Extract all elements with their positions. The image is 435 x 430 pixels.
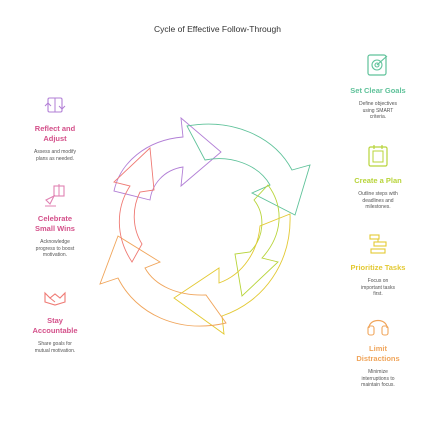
step-stay-accountable: Stay Accountable Share goals for mutual … (16, 286, 94, 354)
step-label: Stay Accountable (32, 316, 78, 336)
cycle-arrow-yellow (234, 184, 280, 297)
step-description: Outline steps with deadlines and milesto… (358, 191, 398, 211)
cycle-arrow-red (99, 235, 227, 327)
step-description: Assess and modify plans as needed. (34, 149, 76, 162)
cycle-arrow-purple (113, 116, 222, 201)
cycle-arrow-orange (173, 213, 291, 335)
step-create-a-plan: Create a Plan Outline steps with deadlin… (335, 142, 421, 211)
cycle-arrow-green (186, 123, 311, 216)
prioritize-icon (369, 234, 387, 254)
plan-icon (368, 145, 388, 167)
step-label: Set Clear Goals (350, 86, 406, 95)
step-description: Focus on important tasks first. (361, 278, 395, 298)
step-limit-distractions: Limit Distractions Minimize interruption… (335, 310, 421, 389)
step-label: Create a Plan (354, 176, 402, 185)
step-description: Minimize interruptions to maintain focus… (361, 369, 395, 389)
step-description: Share goals for mutual motivation. (34, 341, 76, 354)
headphones-icon (367, 319, 389, 336)
step-set-clear-goals: Set Clear Goals Define objectives using … (335, 52, 421, 121)
step-label: Reflect and Adjust (34, 124, 76, 144)
step-celebrate-small-wins: Celebrate Small Wins Acknowledge progres… (16, 182, 94, 259)
step-reflect-and-adjust: Reflect and Adjust Assess and modify pla… (16, 94, 94, 162)
step-description: Define objectives using SMART criteria. (358, 101, 398, 121)
handshake-icon (44, 291, 66, 306)
step-description: Acknowledge progress to boost motivation… (35, 239, 75, 259)
step-label: Limit Distractions (356, 344, 400, 364)
step-label: Prioritize Tasks (350, 263, 406, 272)
step-label: Celebrate Small Wins (35, 214, 75, 234)
step-prioritize-tasks: Prioritize Tasks Focus on important task… (335, 233, 421, 298)
cycle-arrow-pink (113, 147, 155, 263)
reflect-icon (44, 97, 66, 113)
celebrate-icon (45, 184, 65, 207)
diagram-title: Cycle of Effective Follow-Through (154, 24, 281, 34)
target-icon (367, 54, 388, 76)
